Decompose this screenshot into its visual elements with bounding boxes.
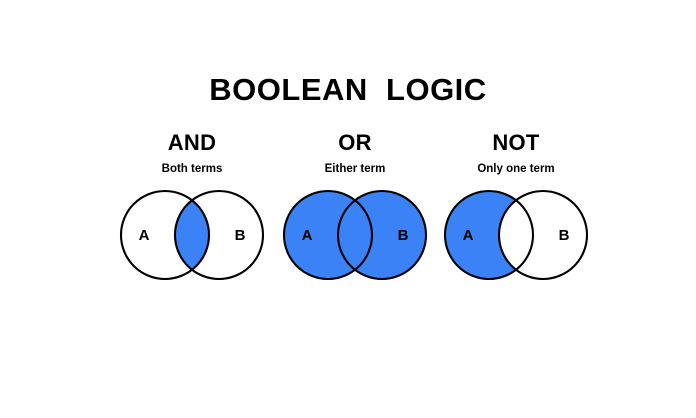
- circle-b-label-and: B: [235, 227, 246, 244]
- panel-and-heading: AND: [167, 130, 217, 155]
- venn-diagram-not: A B: [423, 186, 609, 284]
- panel-and-venn: A B: [99, 186, 285, 284]
- venn-diagram-or: A B: [282, 189, 428, 281]
- panel-not: NOT Only one term: [423, 132, 609, 302]
- panel-not-heading: NOT: [492, 130, 540, 155]
- panel-or-subtitle: Either term: [324, 163, 386, 175]
- circle-b-outline-not: [497, 189, 589, 281]
- circle-a-outline-or: [282, 189, 374, 281]
- panel-or-heading: OR: [338, 130, 372, 155]
- panel-and: AND Both terms: [99, 132, 285, 302]
- circle-a-label-or: A: [302, 227, 313, 244]
- panel-and-subtitle: Both terms: [161, 163, 223, 175]
- venn-diagram-and: A B: [119, 189, 265, 281]
- a-minus-b-region-not: [423, 186, 609, 284]
- circle-a-outline-not: [443, 189, 535, 281]
- circle-b-fill-or: [338, 191, 426, 279]
- circle-b-label-not: B: [559, 227, 570, 244]
- circle-a-outline-and: [119, 189, 211, 281]
- panel-or-venn: A B: [262, 186, 448, 284]
- circle-b-outline-and: [173, 189, 265, 281]
- intersection-region-and: [175, 191, 209, 279]
- page-title: BOOLEAN LOGIC: [209, 72, 487, 107]
- circle-a-label-and: A: [139, 227, 150, 244]
- circle-a-label-not: A: [463, 227, 474, 244]
- panel-or: OR Either term A B: [262, 132, 448, 302]
- circle-b-label-or: B: [398, 227, 409, 244]
- panels-row: AND Both terms: [0, 132, 696, 302]
- panel-not-subtitle: Only one term: [477, 163, 555, 175]
- panel-not-venn: A B: [423, 186, 609, 284]
